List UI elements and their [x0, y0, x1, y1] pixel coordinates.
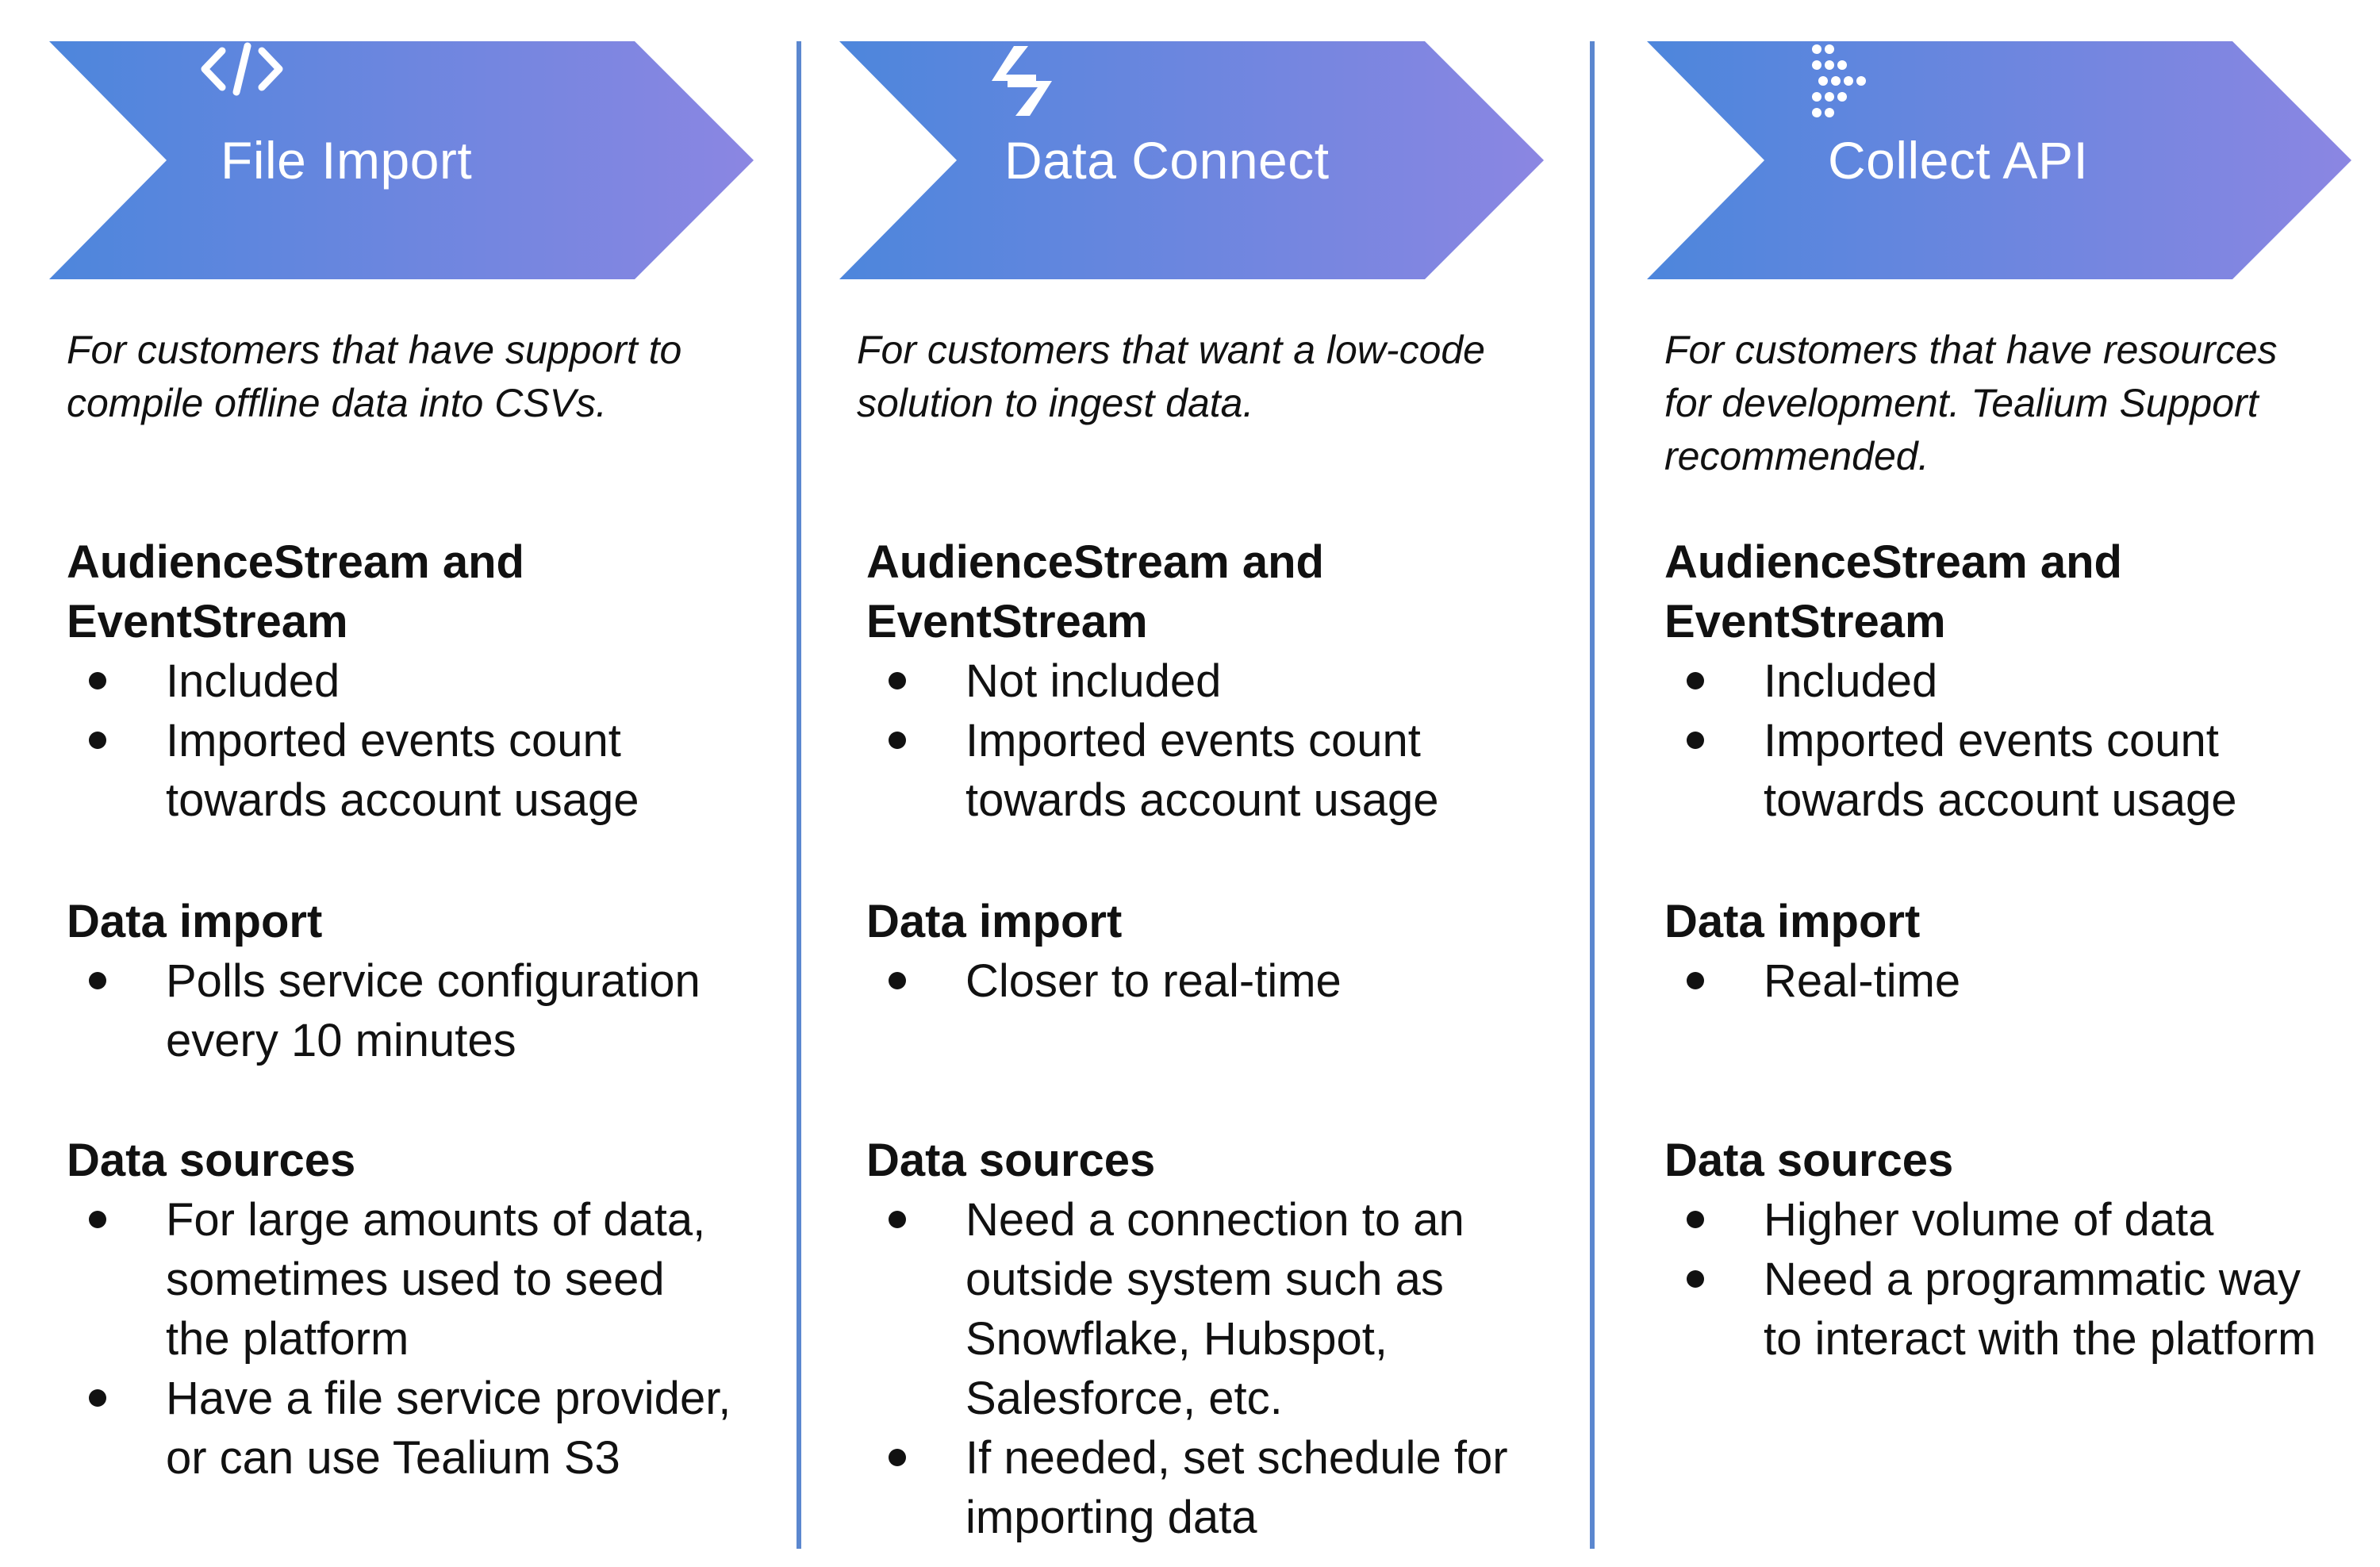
item-line: sometimes used to seed [166, 1254, 665, 1305]
banner-title: Collect API [1828, 131, 2089, 190]
item-line: Real-time [1764, 955, 1961, 1007]
list-item: Closer to real-time [866, 951, 1580, 1011]
item-line: Need a programmatic way [1764, 1254, 2301, 1305]
list-item: Real-time [1664, 951, 2378, 1011]
sources-section: Data sources For large amounts of data, s… [67, 1131, 781, 1488]
sources-section: Data sources Higher volume of data Need … [1664, 1131, 2378, 1369]
streams-section: AudienceStream and EventStream Not inclu… [866, 532, 1580, 830]
import-section: Data import Real-time [1664, 892, 2378, 1011]
list-item: Need a connection to an outside system su… [866, 1190, 1580, 1428]
item-line: the platform [166, 1313, 409, 1365]
item-line: or can use Tealium S3 [166, 1432, 620, 1484]
description-line: For customers that want a low-code [857, 328, 1485, 372]
item-line: outside system such as [965, 1254, 1444, 1305]
item-line: Snowflake, Hubspot, [965, 1313, 1388, 1365]
section-heading: AudienceStream and EventStream [67, 532, 781, 651]
description-line: recommended. [1664, 434, 1929, 478]
description-line: For customers that have resources [1664, 328, 2278, 372]
chevron-banner: Collect API [1647, 41, 2353, 279]
chevron-banner: File Import [49, 41, 755, 279]
item-line: Included [1764, 655, 1938, 707]
item-line: every 10 minutes [166, 1015, 516, 1066]
streams-section: AudienceStream and EventStream Included … [67, 532, 781, 830]
item-line: Salesforce, etc. [965, 1373, 1283, 1424]
section-heading: Data import [866, 896, 1123, 947]
item-line: Imported events count [1764, 715, 2219, 766]
section-heading: Data import [1664, 896, 1921, 947]
column-divider [1590, 41, 1595, 1549]
list-item: Have a file service provider, or can use … [67, 1369, 781, 1488]
description: For customers that have resources for de… [1664, 324, 2363, 483]
item-line: towards account usage [965, 774, 1439, 826]
description: For customers that want a low-code solut… [857, 324, 1555, 430]
section-heading: AudienceStream and EventStream [866, 532, 1580, 651]
item-line: Higher volume of data [1764, 1194, 2214, 1246]
item-line: Have a file service provider, [166, 1373, 731, 1424]
import-section: Data import Polls service configuration e… [67, 892, 781, 1070]
item-line: importing data [965, 1492, 1257, 1543]
list-item: Included [1664, 651, 2378, 711]
section-heading: Data sources [866, 1135, 1156, 1186]
item-line: Imported events count [965, 715, 1421, 766]
list-item: Included [67, 651, 781, 711]
list-item: Imported events count towards account usa… [866, 711, 1580, 830]
item-line: Need a connection to an [965, 1194, 1464, 1246]
section-heading: Data sources [1664, 1135, 1954, 1186]
item-line: to interact with the platform [1764, 1313, 2317, 1365]
item-line: Polls service configuration [166, 955, 701, 1007]
item-line: towards account usage [1764, 774, 2237, 826]
list-item: Imported events count towards account usa… [67, 711, 781, 830]
list-item: For large amounts of data, sometimes used… [67, 1190, 781, 1369]
section-heading: Data import [67, 896, 323, 947]
column-divider [797, 41, 801, 1549]
heading-line: AudienceStream and [866, 536, 1324, 588]
description-line: solution to ingest data. [857, 381, 1254, 425]
item-line: Included [166, 655, 340, 707]
description-line: For customers that have support to [67, 328, 682, 372]
item-line: Imported events count [166, 715, 621, 766]
description-line: compile offline data into CSVs. [67, 381, 607, 425]
heading-line: AudienceStream and [1664, 536, 2122, 588]
section-heading: Data sources [67, 1135, 356, 1186]
list-item: Need a programmatic way to interact with … [1664, 1250, 2378, 1369]
heading-line: EventStream [1664, 596, 1946, 647]
item-line: Not included [965, 655, 1222, 707]
heading-line: EventStream [67, 596, 348, 647]
banner-title: Data Connect [1004, 131, 1330, 190]
list-item: Imported events count towards account usa… [1664, 711, 2378, 830]
description: For customers that have support to compi… [67, 324, 765, 430]
item-line: towards account usage [166, 774, 639, 826]
list-item: If needed, set schedule for importing dat… [866, 1428, 1580, 1547]
list-item: Higher volume of data [1664, 1190, 2378, 1250]
item-line: For large amounts of data, [166, 1194, 706, 1246]
list-item: Polls service configuration every 10 minu… [67, 951, 781, 1070]
section-heading: AudienceStream and EventStream [1664, 532, 2378, 651]
item-line: Closer to real-time [965, 955, 1342, 1007]
item-line: If needed, set schedule for [965, 1432, 1508, 1484]
heading-line: AudienceStream and [67, 536, 524, 588]
heading-line: EventStream [866, 596, 1148, 647]
sources-section: Data sources Need a connection to an outs… [866, 1131, 1580, 1547]
import-section: Data import Closer to real-time [866, 892, 1580, 1011]
chevron-banner: Data Connect [839, 41, 1545, 279]
banner-title: File Import [221, 131, 473, 190]
streams-section: AudienceStream and EventStream Included … [1664, 532, 2378, 830]
description-line: for development. Tealium Support [1664, 381, 2259, 425]
list-item: Not included [866, 651, 1580, 711]
